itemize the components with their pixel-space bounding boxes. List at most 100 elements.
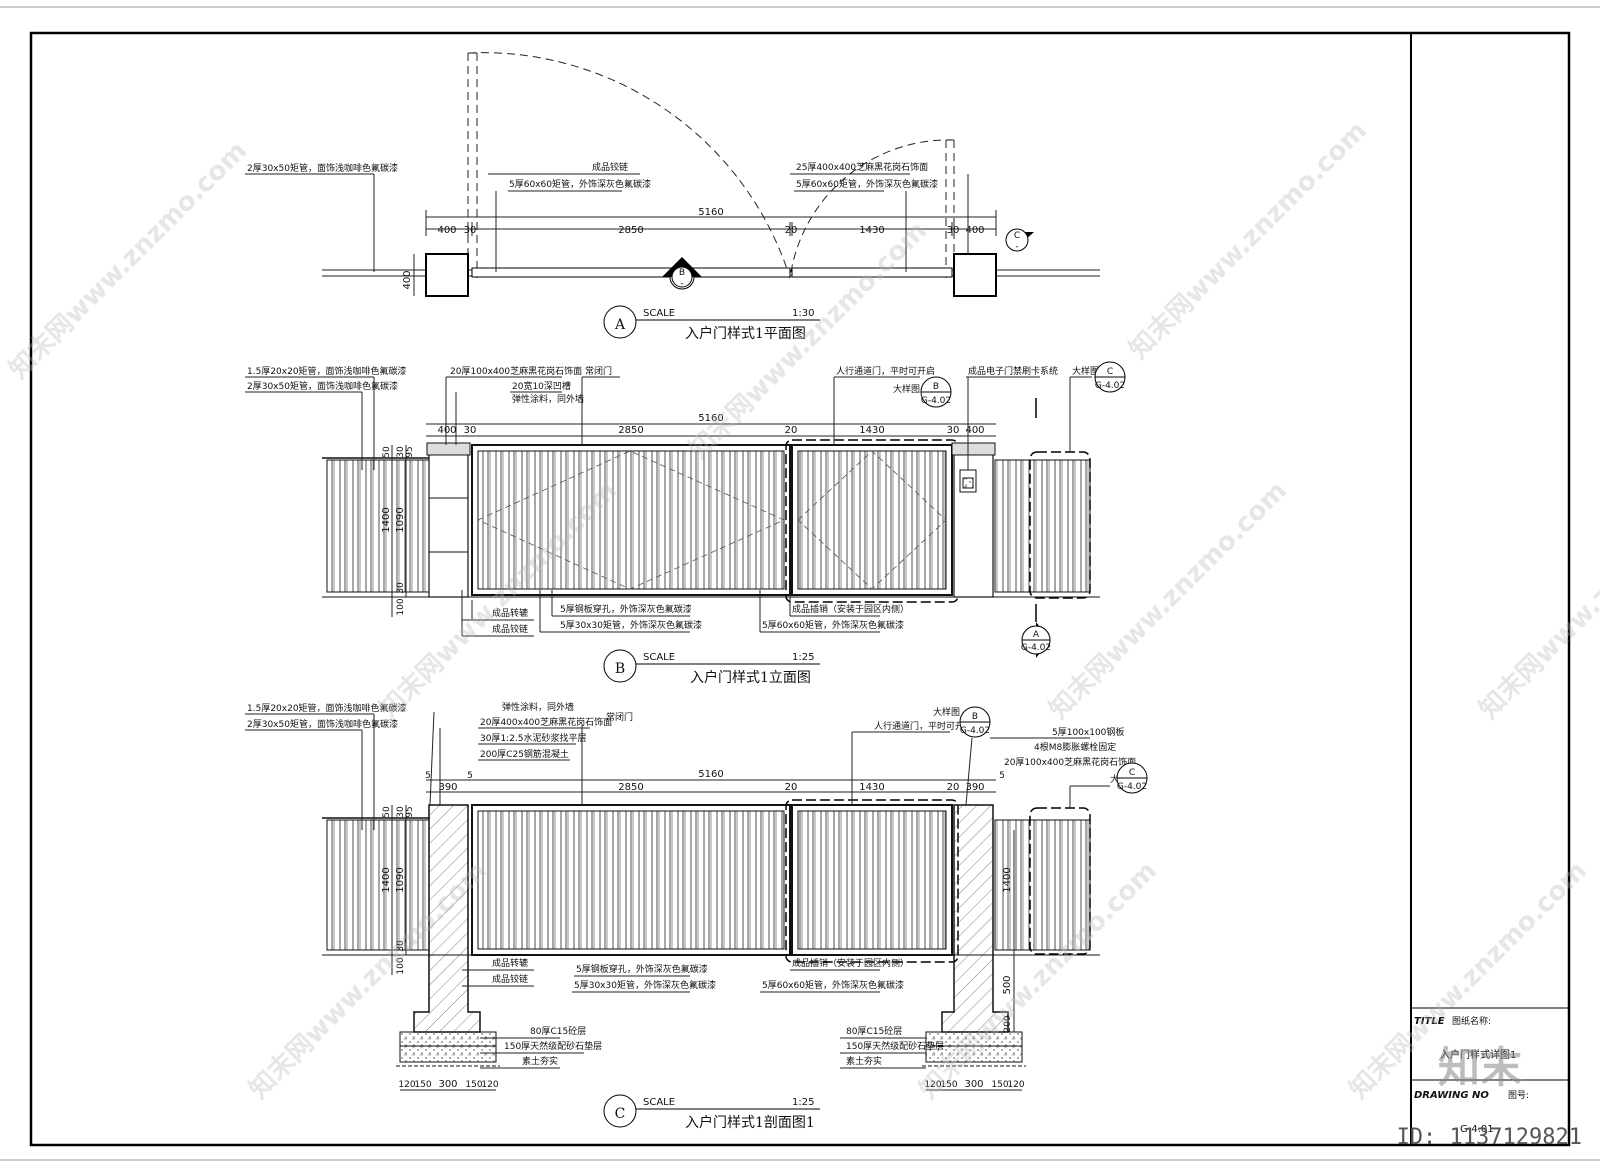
view-c-note-top: 200厚C25钢筋混凝土 xyxy=(480,748,569,760)
view-b-letter-circle xyxy=(603,649,637,683)
detail-callout-b-section: B G-4.02 xyxy=(959,706,991,738)
drawing-no: G-4.01 xyxy=(1460,1124,1494,1135)
view-b-note-left: 2厚30x50矩管，面饰浅咖啡色氟碳漆 xyxy=(247,380,398,392)
view-a-note-mid: 成品铰链 xyxy=(592,161,628,173)
view-a-dim-total: 5160 xyxy=(698,207,723,218)
pillar-left-plan xyxy=(425,253,469,297)
view-c-note-right: 4根M8膨胀螺栓固定 xyxy=(1034,741,1116,753)
view-c-section: 5160 5 390 5 2850 20 1430 20 390 5 50 30… xyxy=(245,701,1148,1131)
svg-text:G-4.02: G-4.02 xyxy=(1095,381,1125,391)
view-a-note-mid: 5厚60x60矩管，外饰深灰色氟碳漆 xyxy=(509,178,651,190)
view-c-note-foundation: 80厚C15砼层 xyxy=(530,1025,586,1037)
view-b-note-bottom: 5厚60x60矩管，外饰深灰色氟碳漆 xyxy=(762,619,904,631)
view-b-note-bottom: 5厚30x30矩管，外饰深灰色氟碳漆 xyxy=(560,619,702,631)
fence-right-elev xyxy=(994,459,1091,593)
view-c-note-bottom: 成品铰链 xyxy=(492,973,528,985)
view-b-dim: 30 xyxy=(464,425,477,436)
view-a-note-right: 5厚60x60矩管，外饰深灰色氟碳漆 xyxy=(796,178,938,190)
view-c-note-bottom: 5厚30x30矩管，外饰深灰色氟碳漆 xyxy=(574,979,716,991)
view-c-note-left: 2厚30x50矩管，面饰浅咖啡色氟碳漆 xyxy=(247,718,398,730)
fence-right-section xyxy=(994,819,1091,951)
view-a-note-left: 2厚30x50矩管，面饰浅咖啡色氟碳漆 xyxy=(247,162,398,174)
view-c-dim: 20 xyxy=(785,782,798,793)
foundation-gravel-left xyxy=(399,1045,497,1063)
view-b-dim: 1430 xyxy=(859,425,884,436)
detail-callout-c: C G-4.02 xyxy=(1094,361,1126,393)
view-a-scale: 1:30 xyxy=(792,308,814,319)
view-b-elevation: 5160 400 30 2850 20 1430 30 400 50 30 95… xyxy=(245,361,1126,686)
door-swing-arc-side xyxy=(789,139,955,279)
fence-left-section xyxy=(326,819,430,951)
svg-text:C: C xyxy=(1014,231,1020,241)
view-c-dim: 5 xyxy=(467,771,473,781)
view-b-dim-left: 50 xyxy=(382,446,392,458)
view-c-note-bottom: 成品插销（安装于园区内侧） xyxy=(792,957,909,969)
title-label-cn: 图纸名称: xyxy=(1452,1015,1491,1027)
view-b-note-top: 常闭门 xyxy=(585,365,612,377)
view-b-note-right: 大样图 xyxy=(1072,365,1099,377)
view-a-title: 入户门样式1平面图 xyxy=(685,325,806,342)
view-a-dim: 20 xyxy=(785,225,798,236)
detail-callout-b: B G-4.02 xyxy=(920,376,952,408)
view-c-note-top: 常闭门 xyxy=(606,711,633,723)
svg-text:B: B xyxy=(972,712,978,722)
view-b-dim-left: 100 xyxy=(396,598,406,615)
view-b-dim-left: 1400 xyxy=(381,507,392,532)
view-b-dim: 20 xyxy=(785,425,798,436)
svg-text:C: C xyxy=(1129,768,1135,778)
view-c-dim-right: 200 xyxy=(1003,1015,1013,1032)
view-b-dim-left: 30 xyxy=(396,582,406,594)
svg-text:G-4.02: G-4.02 xyxy=(1021,643,1051,653)
view-c-note-right: 20厚100x400芝麻黑花岗石饰面 xyxy=(1004,756,1136,768)
view-b-note-bottom: 成品插销（安装于园区内侧） xyxy=(792,603,909,615)
pillar-right-elev xyxy=(953,444,994,598)
view-c-dim: 5 xyxy=(999,771,1005,781)
view-c-scale-label: SCALE xyxy=(643,1097,675,1108)
view-b-note-bottom: 成品转辘 xyxy=(492,607,528,619)
view-c-dim-bottom: 300 xyxy=(438,1079,457,1090)
view-c-dim-total: 5160 xyxy=(698,769,723,780)
pillar-right-plan xyxy=(953,253,997,297)
view-a-note-right: 25厚400x400芝麻黑花岗石饰面 xyxy=(796,161,928,173)
view-b-note-right: 人行通道门，平时可开启 xyxy=(836,365,935,377)
view-b-scale: 1:25 xyxy=(792,652,814,663)
watermark-text: 知末网www.znzmo.com xyxy=(1124,116,1373,365)
view-c-note-top: 弹性涂料，同外墙 xyxy=(502,701,574,713)
svg-text:-: - xyxy=(680,279,683,289)
view-c-note-foundation: 素土夯实 xyxy=(522,1055,558,1067)
view-a-dim: 1430 xyxy=(859,225,884,236)
view-b-note-top: 20厚100x400芝麻黑花岗石饰面 xyxy=(450,365,582,377)
fence-left-elev xyxy=(326,459,430,593)
svg-text:B: B xyxy=(933,382,939,392)
watermark-logo: 知末 xyxy=(1438,1043,1522,1092)
view-c-dim-left: 30 xyxy=(396,806,406,818)
view-c-note-top: 30厚1:2.5水泥砂浆找平层 xyxy=(480,732,587,744)
view-c-dim-bottom: 150 xyxy=(465,1080,482,1090)
watermark-text: 知末网www.znzmo.com xyxy=(1474,476,1600,725)
view-c-dim: 2850 xyxy=(618,782,643,793)
view-a-dim: 400 xyxy=(437,225,456,236)
view-b-letter: B xyxy=(615,661,625,677)
view-b-note-bottom: 5厚钢板穿孔，外饰深灰色氟碳漆 xyxy=(560,603,692,615)
view-a-dim: 2850 xyxy=(618,225,643,236)
view-b-note-top: 20宽10深凹槽 xyxy=(512,380,571,392)
view-b-scale-label: SCALE xyxy=(643,652,675,663)
svg-text:G-4.02: G-4.02 xyxy=(960,726,990,736)
view-c-dim-left: 95 xyxy=(405,806,415,817)
pillar-left-elev xyxy=(428,444,469,598)
section-callout-c: C - xyxy=(1005,214,1034,252)
view-b-dim-total: 5160 xyxy=(698,413,723,424)
view-c-dim: 20 xyxy=(947,782,960,793)
foundation-gravel-right xyxy=(925,1045,1023,1063)
view-b-dim: 2850 xyxy=(618,425,643,436)
view-c-dim-left: 100 xyxy=(396,957,406,974)
view-c-note-foundation: 150厚天然级配砂石垫层 xyxy=(504,1040,602,1052)
view-c-note-bottom: 5厚60x60矩管，外饰深灰色氟碳漆 xyxy=(762,979,904,991)
view-c-dim-bottom: 150 xyxy=(991,1080,1008,1090)
section-callout-b: B - xyxy=(662,257,702,290)
view-c-dim-bottom: 150 xyxy=(414,1080,431,1090)
view-a-dim: 400 xyxy=(965,225,984,236)
view-c-note-foundation: 素土夯实 xyxy=(846,1055,882,1067)
view-a-dim-side: 400 xyxy=(402,270,413,289)
